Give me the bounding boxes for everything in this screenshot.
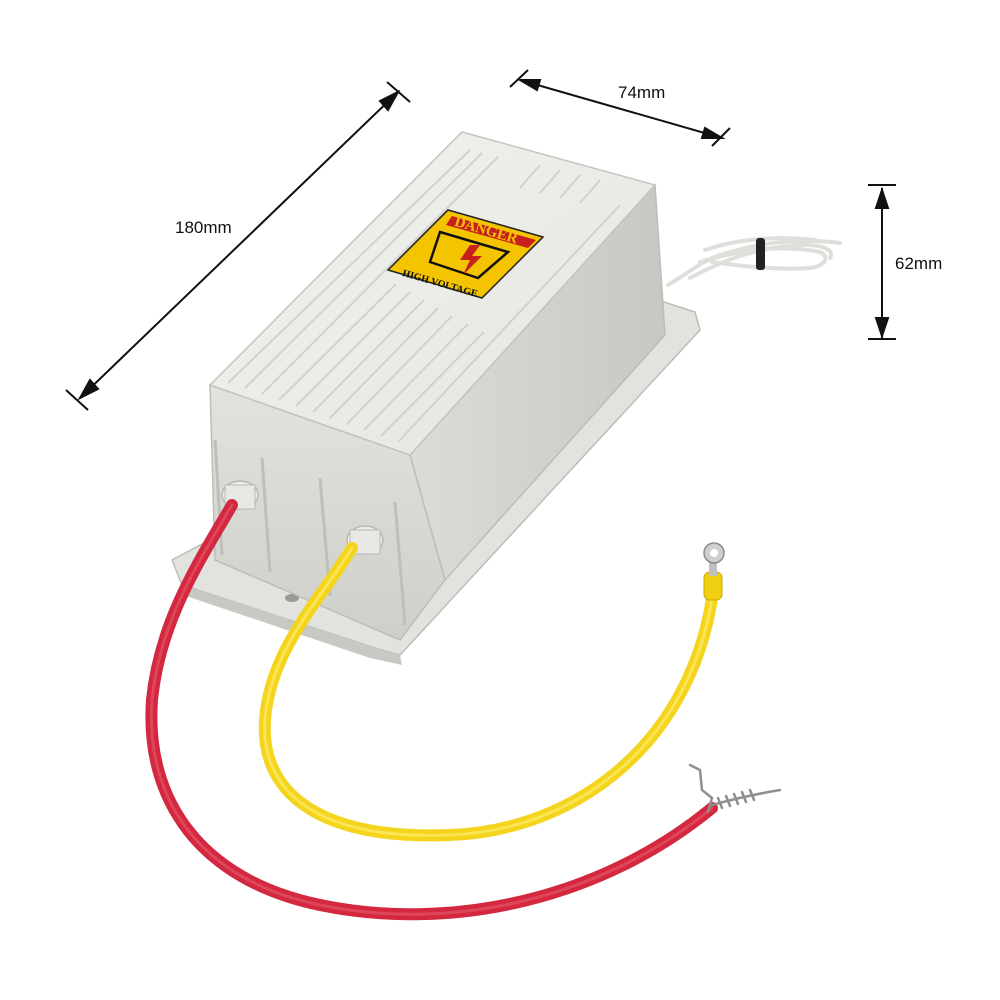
power-cord bbox=[666, 236, 842, 287]
cable-gland-left bbox=[221, 480, 259, 510]
lightning-bolt-icon bbox=[460, 245, 482, 275]
width-dimension-line bbox=[509, 69, 731, 147]
width-label: 74mm bbox=[618, 83, 666, 102]
spring-clip bbox=[688, 763, 782, 814]
length-label: 180mm bbox=[175, 218, 232, 237]
ring-terminal bbox=[703, 542, 725, 601]
height-label: 62mm bbox=[895, 254, 943, 273]
high-voltage-label bbox=[386, 209, 545, 299]
height-dimension-line bbox=[868, 184, 896, 340]
mounting-hole bbox=[285, 594, 299, 602]
housing-top bbox=[208, 131, 657, 456]
top-grooves bbox=[227, 149, 621, 443]
cable-tie bbox=[756, 238, 765, 270]
length-dimension-line bbox=[65, 81, 411, 411]
